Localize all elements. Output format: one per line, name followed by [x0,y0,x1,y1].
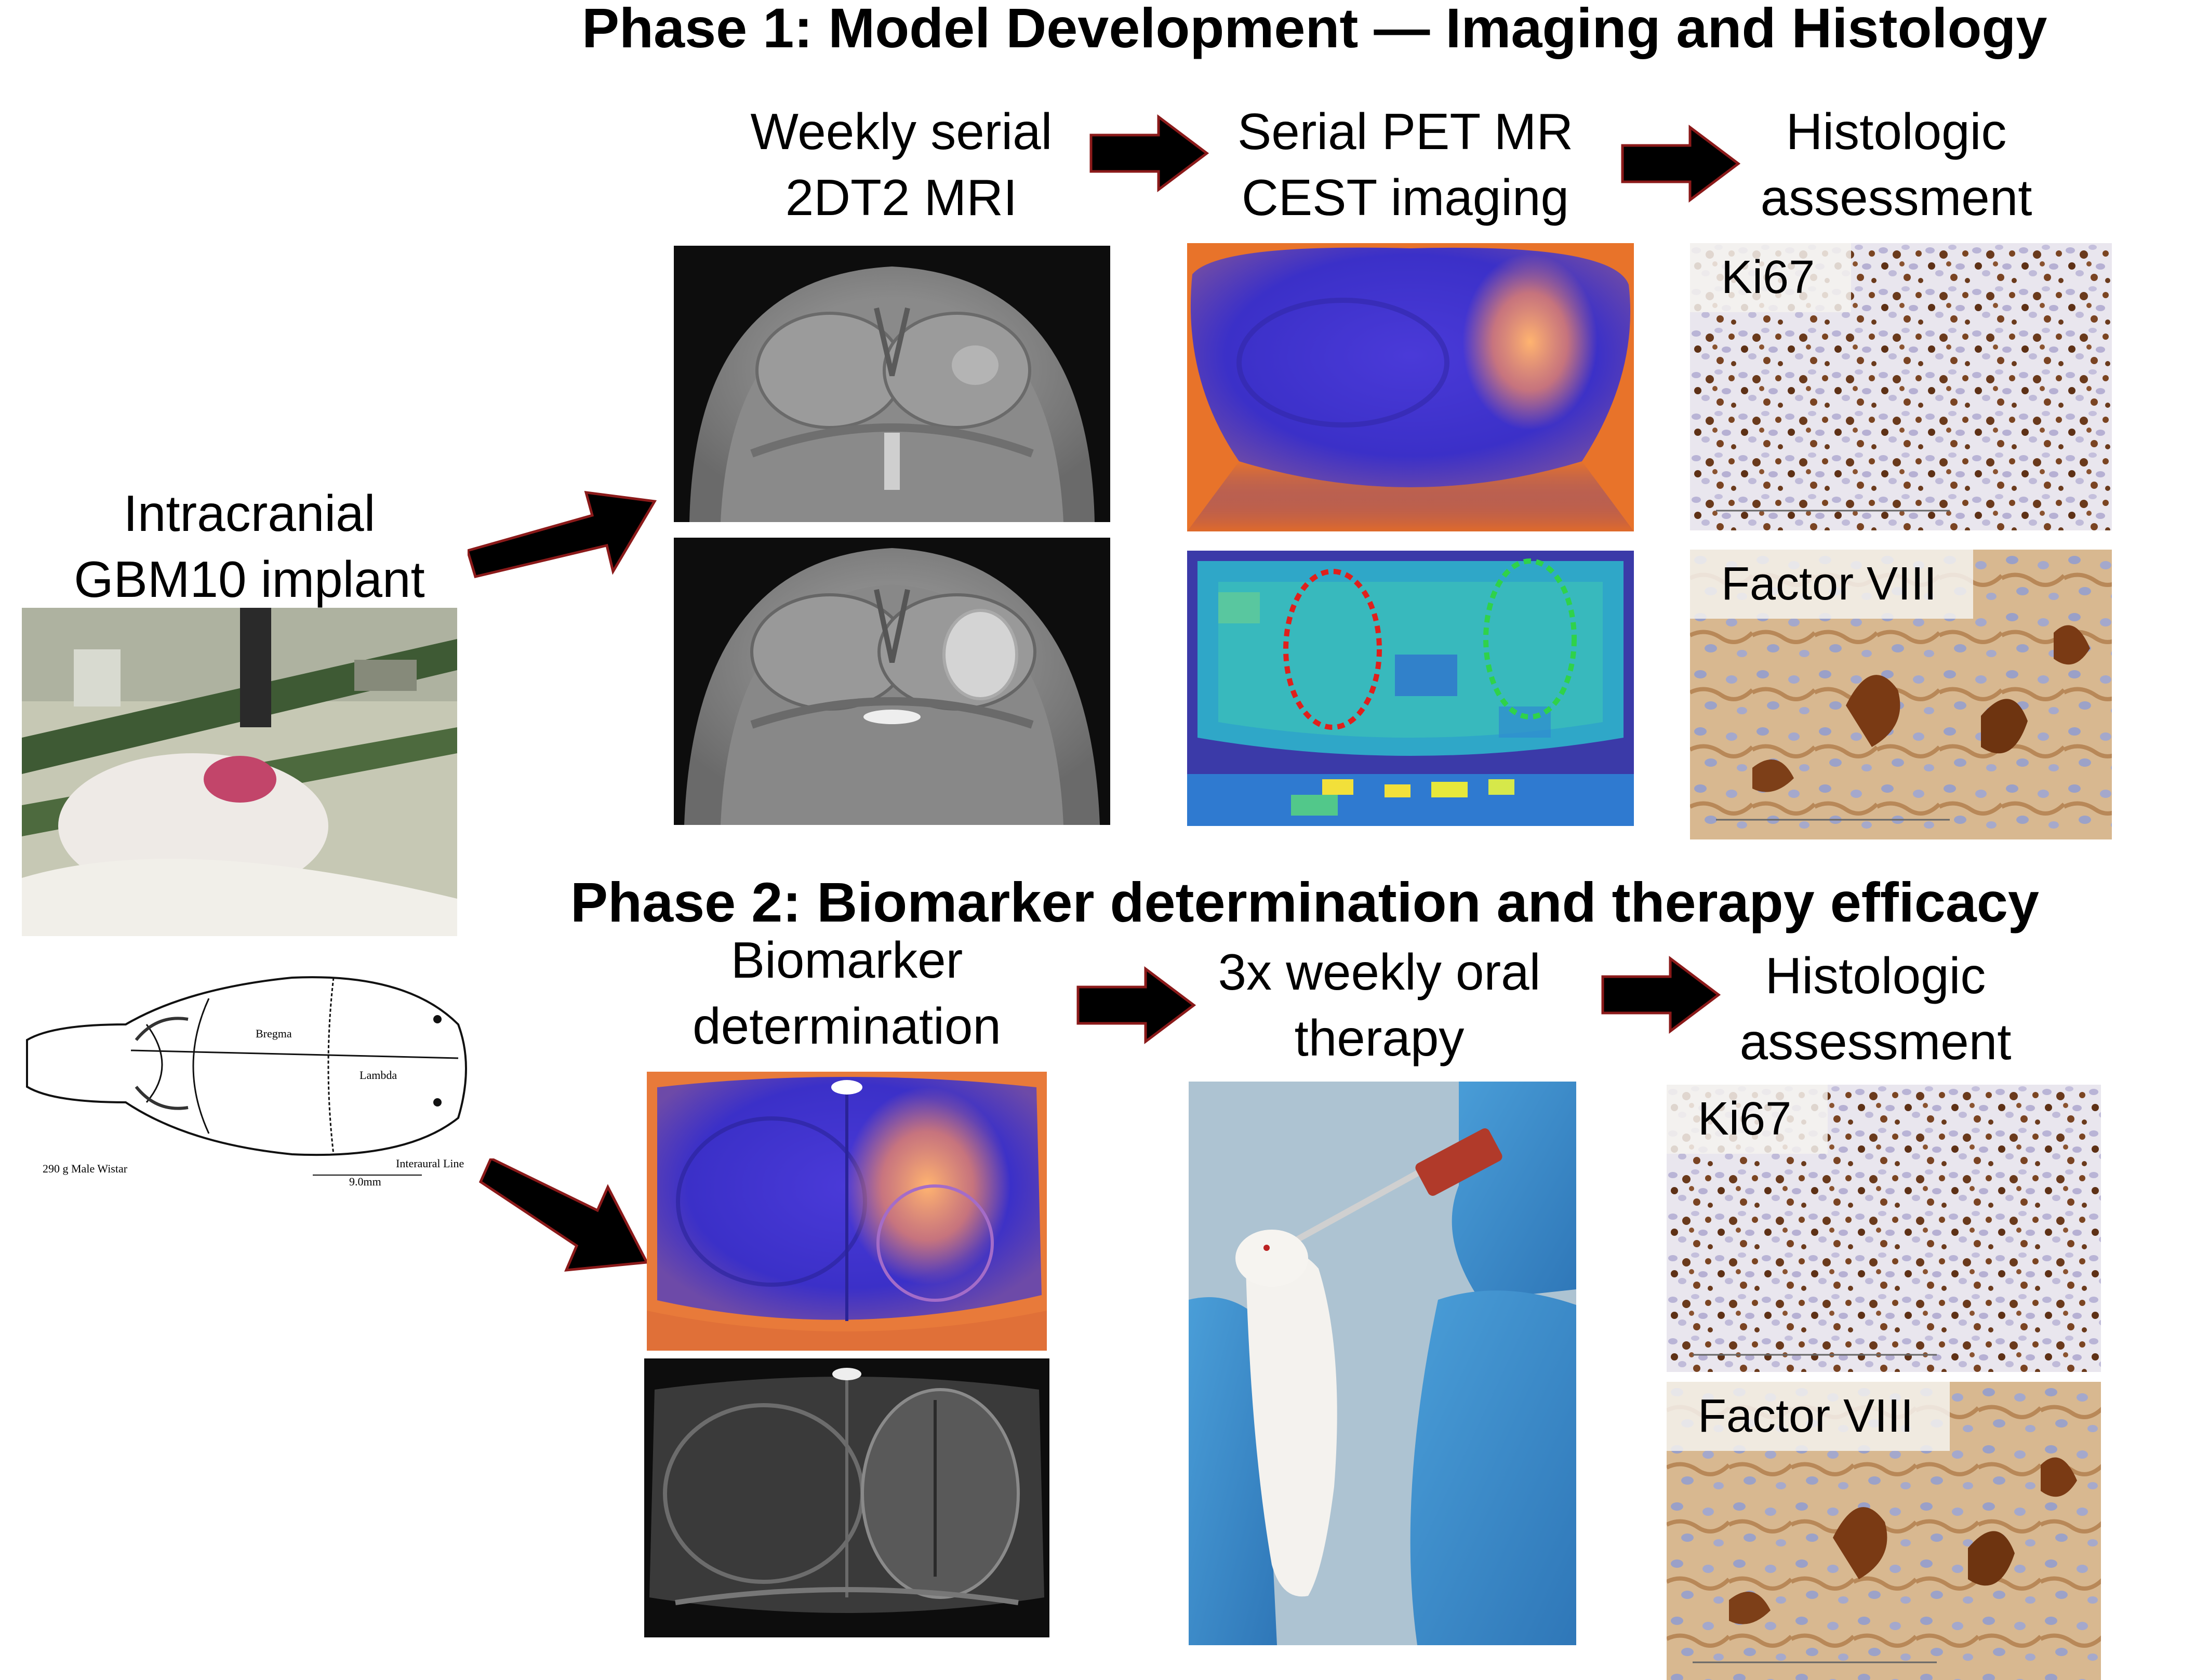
sketch-bregma-label: Bregma [256,1027,292,1040]
phase1-ki67-histology-image: Ki67 [1690,243,2112,530]
implant-label: Intracranial GBM10 implant [74,485,425,608]
phase2-step3-label: Histologic assessment [1739,947,2012,1071]
arrow-phase2-step1-to-step2 [1076,966,1196,1044]
phase1-title: Phase 1: Model Development — Imaging and… [582,0,2047,59]
phase1-step2-label: Serial PET MR CEST imaging [1237,103,1574,226]
phase2-title: Phase 2: Biomarker determination and the… [570,871,2039,934]
sketch-lambda-label: Lambda [360,1069,397,1082]
implant-surgery-photo [22,608,457,936]
arrow-phase2-step2-to-step3 [1601,956,1721,1034]
phase2-factor-viii-label: Factor VIII [1667,1382,1950,1451]
mri-week-early-image [674,246,1110,522]
biomarker-mri-image [644,1358,1049,1637]
sketch-scale-label: 9.0mm [349,1175,381,1185]
phase2-step1-label: Biomarker determination [693,931,1001,1055]
arrow-implant-to-phase1 [468,491,657,578]
phase2-ki67-label: Ki67 [1667,1085,1828,1154]
pet-mr-fusion-image [1187,243,1634,531]
phase1-step1-label: Weekly serial 2DT2 MRI [750,103,1053,226]
mri-week-late-image [674,538,1110,825]
sketch-weight-label: 290 g Male Wistar [43,1162,128,1175]
phase2-ki67-histology-image: Ki67 [1667,1085,2101,1372]
phase1-factor-viii-histology-image: Factor VIII [1690,550,2112,839]
biomarker-pet-mr-overlay-image [647,1072,1047,1351]
arrow-phase1-step1-to-step2 [1089,114,1209,192]
phase1-factor-viii-label: Factor VIII [1690,550,1974,619]
phase2-step2-label: 3x weekly oral therapy [1218,943,1541,1067]
oral-therapy-photo [1189,1082,1576,1645]
cest-map-image [1187,551,1634,826]
arrow-implant-to-phase2 [478,1158,649,1272]
phase1-step3-label: Histologic assessment [1760,103,2032,226]
phase1-ki67-label: Ki67 [1690,243,1852,312]
arrow-phase1-step2-to-step3 [1621,125,1741,203]
phase2-factor-viii-histology-image: Factor VIII [1667,1382,2101,1680]
rat-skull-sketch: Bregma Lambda Interaural Line 290 g Male… [22,946,474,1185]
sketch-interaural-label: Interaural Line [396,1157,464,1170]
